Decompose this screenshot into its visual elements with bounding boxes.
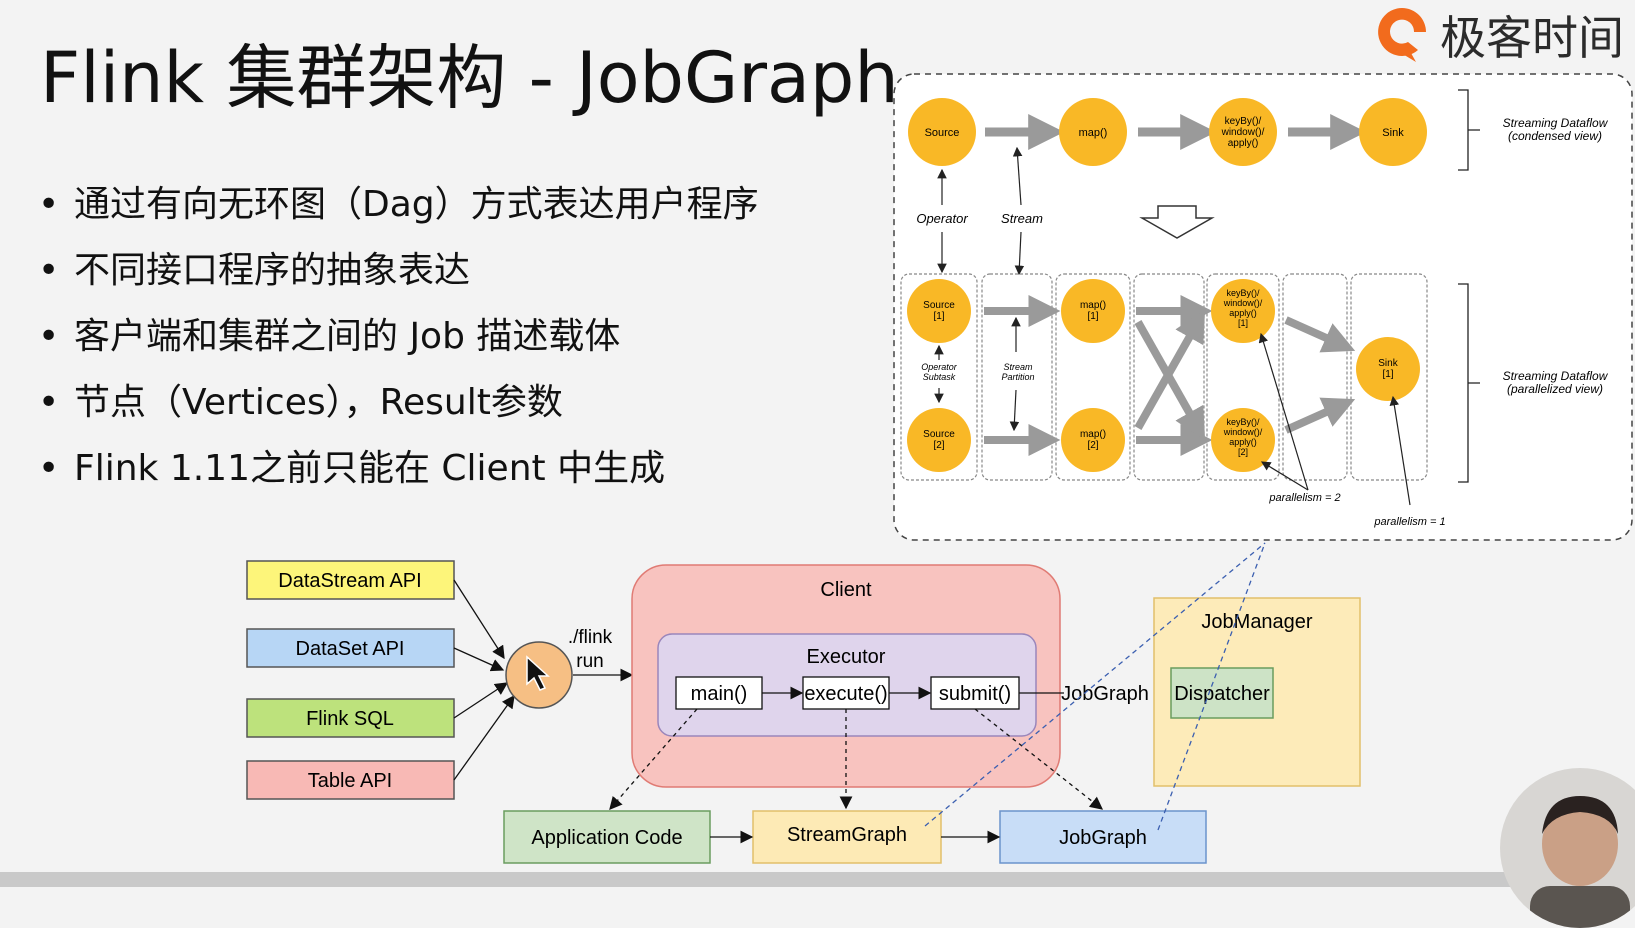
streaming-dataflow-diagram: Source map() keyBy()/window()/apply() Si… — [246, 73, 1633, 864]
label-pointers — [937, 146, 1025, 276]
api-box-dataset — [246, 628, 455, 668]
mouse-cursor-icon — [526, 655, 550, 691]
api-label-tableapi: Table API — [308, 770, 393, 792]
api-label-dataset: DataSet API — [296, 638, 405, 660]
condensed-bracket — [1458, 89, 1480, 171]
node-source-2 — [907, 408, 971, 472]
brand-logo: 极客时间 — [1372, 0, 1624, 70]
node-map — [1059, 98, 1127, 166]
label-parallelism-2: parallelism = 2 — [1268, 492, 1340, 504]
bottom-bar — [0, 872, 1635, 887]
node-keyby-1-label: keyBy()/window()/apply()[1] — [1223, 288, 1263, 328]
bullet-item: 客户端和集群之间的 Job 描述载体 — [38, 304, 759, 370]
node-source-2-label: Source[2] — [923, 429, 955, 451]
bullet-item: 通过有向无环图（Dag）方式表达用户程序 — [38, 172, 759, 238]
node-keyby-label: keyBy()/window()/apply() — [1221, 116, 1265, 149]
node-map-2-label: map()[2] — [1080, 429, 1106, 451]
dispatcher-label: Dispatcher — [1174, 683, 1270, 705]
geektime-logo-icon — [1378, 8, 1426, 62]
parallel-view-label: Streaming Dataflow(parallelized view) — [1503, 369, 1609, 396]
application-code-box — [503, 810, 711, 864]
bullet-item: 不同接口程序的抽象表达 — [38, 238, 759, 304]
jobgraph-box — [999, 810, 1207, 864]
dispatcher-box — [1170, 667, 1274, 719]
parallel-nodes: Source[1] Source[2] map()[1] map()[2] ke… — [907, 279, 1420, 472]
node-keyby-2 — [1211, 408, 1275, 472]
node-keyby-2-label: keyBy()/window()/apply()[2] — [1223, 417, 1263, 457]
execute-box — [802, 676, 890, 710]
parallel-arrows — [984, 295, 1356, 456]
bullet-list: 通过有向无环图（Dag）方式表达用户程序 不同接口程序的抽象表达 客户端和集群之… — [38, 172, 759, 502]
condensed-nodes: Source map() keyBy()/window()/apply() Si… — [908, 98, 1427, 166]
label-stream: Stream — [1001, 211, 1043, 226]
parallel-bracket — [1458, 283, 1480, 483]
execute-label: execute() — [804, 683, 887, 705]
main-box — [675, 676, 763, 710]
bullet-item: 节点（Vertices），Result参数 — [38, 370, 759, 436]
node-map-1 — [1061, 279, 1125, 343]
api-label-datastream: DataStream API — [278, 570, 421, 592]
architecture-diagram: DataStream API DataSet API Flink SQL Tab… — [246, 542, 1361, 864]
api-box-flinksql — [246, 698, 455, 738]
condensed-view-label: Streaming Dataflow(condensed view) — [1503, 116, 1609, 143]
node-map-label: map() — [1079, 127, 1108, 139]
label-parallelism-1: parallelism = 1 — [1373, 516, 1445, 528]
transform-arrow-icon — [1139, 205, 1215, 239]
api-label-flinksql: Flink SQL — [306, 708, 394, 730]
node-map-2 — [1061, 408, 1125, 472]
jobmanager-label: JobManager — [1201, 611, 1313, 633]
api-box-tableapi — [246, 760, 455, 800]
client-label: Client — [820, 579, 872, 601]
node-source-1-label: Source[1] — [923, 300, 955, 322]
executor-label: Executor — [807, 646, 886, 668]
node-keyby — [1209, 98, 1277, 166]
node-keyby-1 — [1211, 279, 1275, 343]
node-sink-label: Sink — [1382, 127, 1404, 139]
bullet-item: Flink 1.11之前只能在 Client 中生成 — [38, 436, 759, 502]
node-sink — [1359, 98, 1427, 166]
node-sink-1-label: Sink[1] — [1378, 358, 1398, 380]
streamgraph-box — [752, 810, 942, 864]
brand-name: 极客时间 — [1440, 11, 1624, 65]
jobgraph-label: JobGraph — [1059, 827, 1147, 849]
node-map-1-label: map()[1] — [1080, 300, 1106, 322]
page-title: Flink 集群架构 - JobGraph — [40, 37, 899, 119]
main-label: main() — [691, 683, 748, 705]
api-box-datastream — [246, 560, 455, 600]
node-source — [908, 98, 976, 166]
streamgraph-label: StreamGraph — [787, 824, 907, 846]
jobgraph-edge-label: JobGraph — [1061, 683, 1149, 705]
node-source-label: Source — [925, 127, 960, 139]
parallel-columns — [900, 273, 1428, 481]
parallel-pointers — [934, 316, 1411, 506]
label-operator: Operator — [916, 211, 968, 226]
application-code-label: Application Code — [531, 827, 682, 849]
submit-label: submit() — [939, 683, 1011, 705]
node-sink-1 — [1356, 337, 1420, 401]
node-source-1 — [907, 279, 971, 343]
